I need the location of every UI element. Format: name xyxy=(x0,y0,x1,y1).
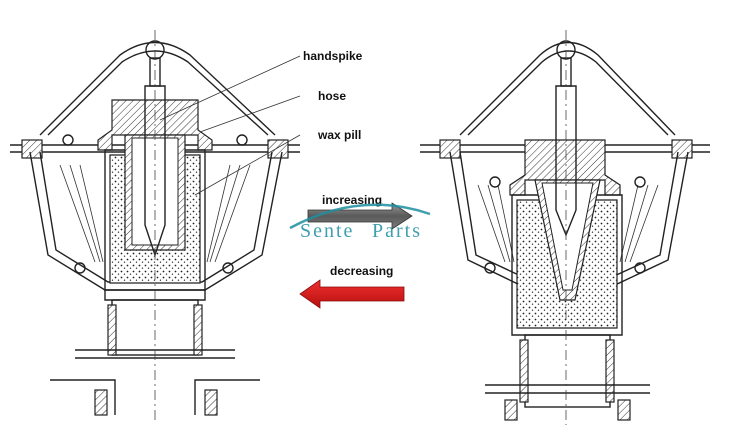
label-wax-pill: wax pill xyxy=(194,128,361,196)
increasing-arrow-icon xyxy=(307,202,413,230)
spring-left xyxy=(59,164,104,263)
spring-right xyxy=(206,164,251,263)
label-hose: hose xyxy=(199,89,346,133)
hose-label: hose xyxy=(318,89,346,103)
watermark-text-2: Parts xyxy=(372,220,422,242)
thermostat-open xyxy=(420,30,710,425)
watermark-logo: Sente Parts xyxy=(289,203,431,242)
increasing-indicator: increasing xyxy=(307,193,413,230)
decreasing-indicator: decreasing xyxy=(299,264,405,309)
decreasing-arrow-icon xyxy=(299,279,405,309)
spring-right-open xyxy=(619,184,659,263)
thermostat-closed xyxy=(10,30,300,420)
decreasing-label: decreasing xyxy=(330,264,393,278)
watermark-text-1: Sente xyxy=(300,220,354,242)
handspike-pin xyxy=(144,85,166,258)
label-handspike: handspike xyxy=(159,49,363,121)
spring-left-open xyxy=(477,184,515,263)
hose-sleeve-open xyxy=(509,139,621,196)
swoosh-icon xyxy=(289,203,431,230)
handspike-pin-open xyxy=(555,85,577,237)
increasing-label: increasing xyxy=(322,193,382,207)
wax-pill-label: wax pill xyxy=(317,128,361,142)
handspike-label: handspike xyxy=(303,49,363,63)
